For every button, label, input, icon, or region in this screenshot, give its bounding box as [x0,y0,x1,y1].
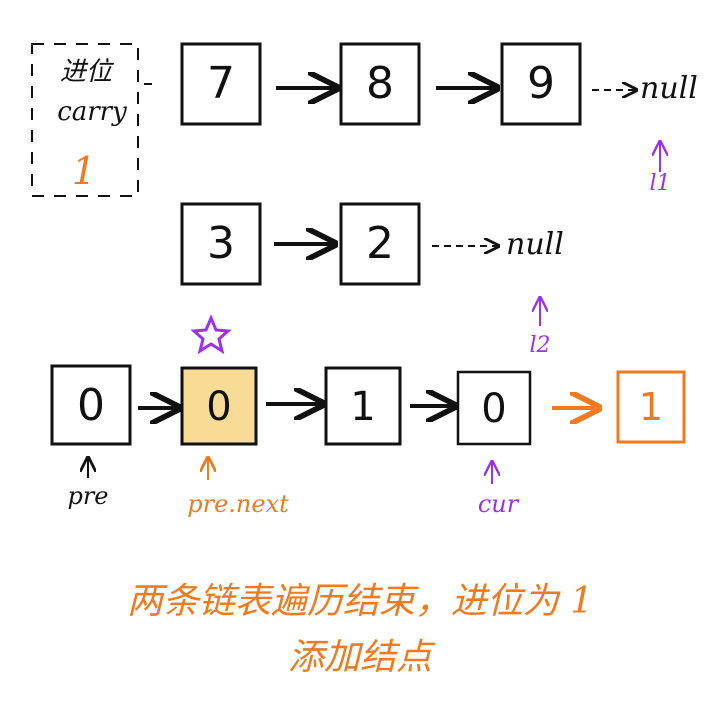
carry-value: 1 [72,149,96,193]
result-list: 0 0 1 0 1 pre pre.next cur [50,314,686,518]
cur-label: cur [478,490,520,518]
result-node-highlighted: 0 [180,366,258,446]
pre-next-label: pre.next [187,490,289,518]
list2-node: 2 [339,202,421,286]
caption-line-1: 两条链表遍历结束，进位为 1 [126,581,594,622]
list1: 7 8 9 null l1 [180,42,698,196]
node-value: 9 [527,58,555,109]
carry-box: 进位 carry 1 [31,43,160,197]
node-value: 3 [207,218,235,269]
node-value: 1 [350,384,375,430]
result-node-new: 1 [616,370,686,444]
l1-label: l1 [649,171,670,196]
node-value: 0 [77,380,105,431]
l2-label: l2 [529,333,550,358]
list1-node: 7 [180,42,262,126]
caption-line-2: 添加结点 [287,637,432,678]
list1-node: 8 [339,42,421,126]
star-icon [190,314,232,355]
list2-null: null [506,227,564,262]
result-node: 0 [50,364,132,446]
pre-label: pre [67,482,108,510]
list1-node: 9 [500,42,582,126]
node-value: 7 [207,58,235,109]
result-node: 1 [324,366,402,446]
list2: 3 2 null l2 [180,202,564,358]
carry-title: 进位 [60,57,115,87]
carry-label: carry [57,97,127,127]
node-value: 2 [366,218,394,269]
node-value: 0 [206,384,231,430]
list2-node: 3 [180,202,262,286]
node-value: 1 [639,385,663,429]
result-node: 0 [456,370,532,446]
node-value: 0 [481,386,506,432]
node-value: 8 [366,58,394,109]
list1-null: null [640,71,698,106]
